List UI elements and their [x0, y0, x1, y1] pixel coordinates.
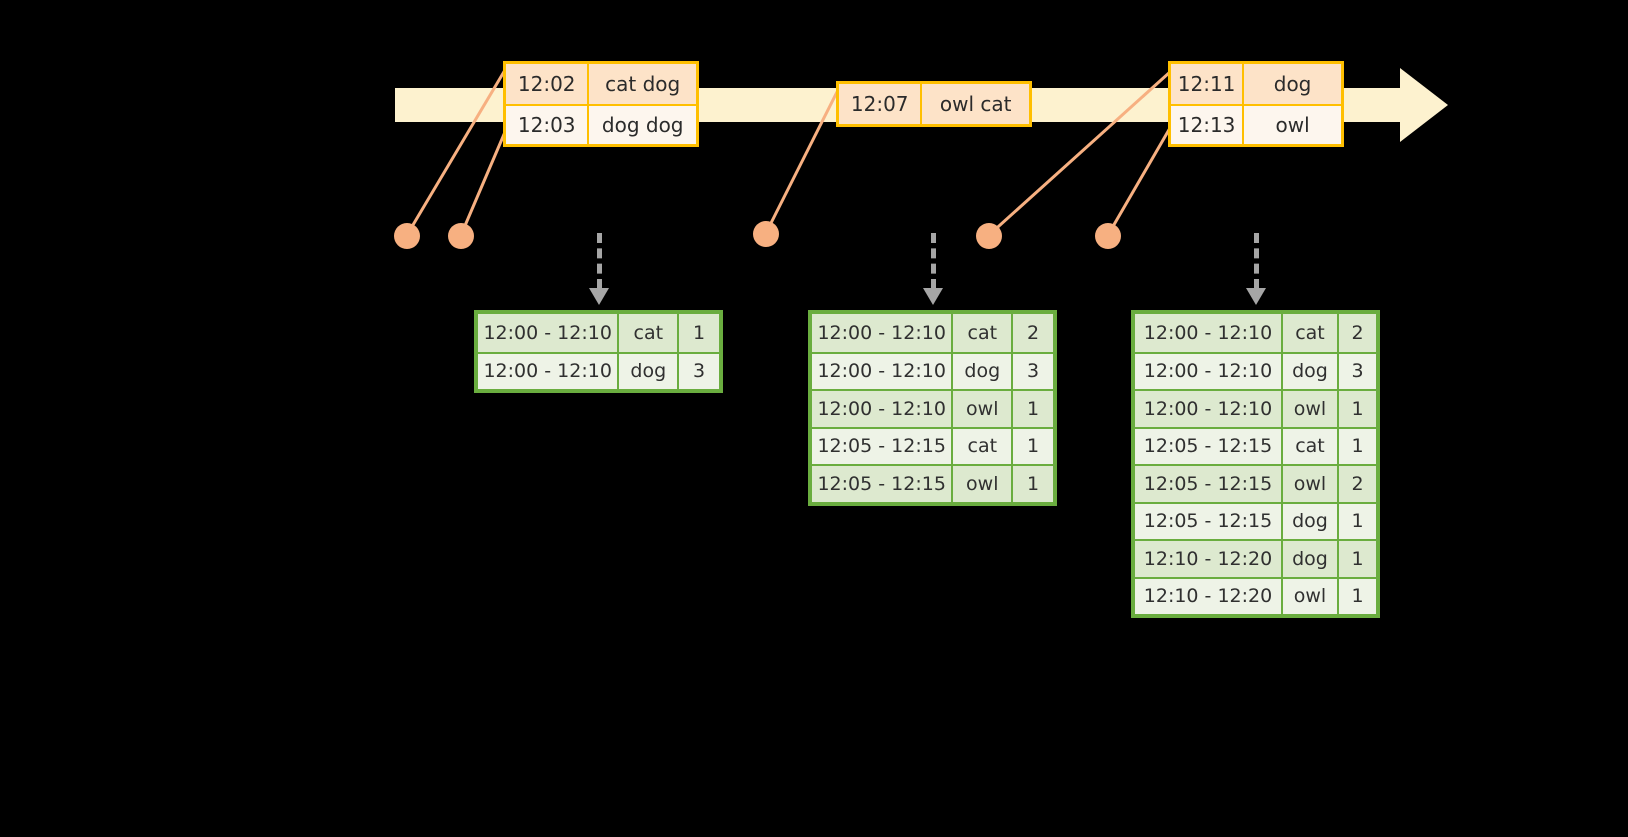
table-row: 12:10 - 12:20 dog 1 [1135, 539, 1376, 577]
table-row: 12:00 - 12:10 dog 3 [812, 351, 1053, 389]
count-cell: 3 [1339, 353, 1376, 389]
count-cell: 1 [1013, 391, 1053, 427]
key-cell: dog [619, 353, 680, 389]
window-cell: 12:00 - 12:10 [1135, 314, 1283, 352]
event-text: dog [1244, 64, 1341, 104]
result-table-3: 12:00 - 12:10 cat 2 12:00 - 12:10 dog 3 … [1131, 310, 1380, 618]
connector-dot-4 [976, 223, 1002, 249]
event-box-2: 12:07 owl cat [836, 81, 1032, 127]
flow-arrow-2-icon [923, 233, 943, 305]
event-row: 12:11 dog [1171, 64, 1341, 104]
key-cell: owl [1283, 466, 1339, 502]
event-text: cat dog [589, 64, 696, 104]
event-text: dog dog [589, 106, 696, 144]
window-cell: 12:00 - 12:10 [812, 353, 954, 389]
event-time: 12:07 [839, 84, 923, 124]
count-cell: 1 [1013, 466, 1053, 502]
connector-dot-1 [394, 223, 420, 249]
window-cell: 12:05 - 12:15 [1135, 466, 1283, 502]
connector-dot-5 [1095, 223, 1121, 249]
key-cell: cat [953, 314, 1014, 352]
window-cell: 12:10 - 12:20 [1135, 541, 1283, 577]
table-row: 12:05 - 12:15 owl 1 [812, 464, 1053, 502]
event-time: 12:02 [506, 64, 590, 104]
count-cell: 1 [1339, 428, 1376, 464]
window-cell: 12:05 - 12:15 [812, 466, 954, 502]
key-cell: owl [1283, 391, 1339, 427]
connector-dot-3 [753, 221, 779, 247]
key-cell: cat [953, 428, 1014, 464]
window-cell: 12:00 - 12:10 [478, 353, 620, 389]
count-cell: 1 [1339, 391, 1376, 427]
count-cell: 2 [1339, 314, 1376, 352]
table-row: 12:05 - 12:15 cat 1 [812, 426, 1053, 464]
window-cell: 12:00 - 12:10 [812, 391, 954, 427]
window-cell: 12:00 - 12:10 [1135, 353, 1283, 389]
count-cell: 1 [1013, 428, 1053, 464]
count-cell: 1 [679, 314, 719, 352]
event-time: 12:13 [1171, 106, 1245, 144]
event-row: 12:03 dog dog [506, 104, 696, 144]
window-cell: 12:05 - 12:15 [812, 428, 954, 464]
connector-dot-2 [448, 223, 474, 249]
event-box-1: 12:02 cat dog 12:03 dog dog [503, 61, 699, 147]
key-cell: dog [1283, 353, 1339, 389]
key-cell: owl [1283, 578, 1339, 614]
timeline-arrowhead-icon [1400, 68, 1448, 142]
table-row: 12:00 - 12:10 owl 1 [812, 389, 1053, 427]
table-row: 12:00 - 12:10 dog 3 [478, 351, 719, 389]
key-cell: dog [953, 353, 1014, 389]
event-box-3: 12:11 dog 12:13 owl [1168, 61, 1344, 147]
key-cell: owl [953, 391, 1014, 427]
event-time: 12:03 [506, 106, 590, 144]
result-table-1: 12:00 - 12:10 cat 1 12:00 - 12:10 dog 3 [474, 310, 723, 393]
count-cell: 3 [679, 353, 719, 389]
event-time: 12:11 [1171, 64, 1245, 104]
window-cell: 12:00 - 12:10 [812, 314, 954, 352]
key-cell: dog [1283, 503, 1339, 539]
key-cell: owl [953, 466, 1014, 502]
table-row: 12:00 - 12:10 owl 1 [1135, 389, 1376, 427]
flow-arrow-3-icon [1246, 233, 1266, 305]
key-cell: cat [1283, 428, 1339, 464]
key-cell: dog [1283, 541, 1339, 577]
window-cell: 12:05 - 12:15 [1135, 428, 1283, 464]
event-row: 12:02 cat dog [506, 64, 696, 104]
window-cell: 12:00 - 12:10 [478, 314, 620, 352]
table-row: 12:05 - 12:15 owl 2 [1135, 464, 1376, 502]
table-row: 12:00 - 12:10 cat 2 [812, 314, 1053, 352]
flow-arrow-1-icon [589, 233, 609, 305]
event-text: owl [1244, 106, 1341, 144]
table-row: 12:05 - 12:15 dog 1 [1135, 501, 1376, 539]
window-cell: 12:10 - 12:20 [1135, 578, 1283, 614]
window-cell: 12:05 - 12:15 [1135, 503, 1283, 539]
result-table-2: 12:00 - 12:10 cat 2 12:00 - 12:10 dog 3 … [808, 310, 1057, 506]
count-cell: 3 [1013, 353, 1053, 389]
count-cell: 2 [1339, 466, 1376, 502]
table-row: 12:05 - 12:15 cat 1 [1135, 426, 1376, 464]
count-cell: 1 [1339, 578, 1376, 614]
event-text: owl cat [922, 84, 1029, 124]
key-cell: cat [1283, 314, 1339, 352]
event-row: 12:07 owl cat [839, 84, 1029, 124]
table-row: 12:00 - 12:10 cat 1 [478, 314, 719, 352]
table-row: 12:10 - 12:20 owl 1 [1135, 576, 1376, 614]
key-cell: cat [619, 314, 680, 352]
table-row: 12:00 - 12:10 dog 3 [1135, 351, 1376, 389]
window-cell: 12:00 - 12:10 [1135, 391, 1283, 427]
count-cell: 1 [1339, 503, 1376, 539]
table-row: 12:00 - 12:10 cat 2 [1135, 314, 1376, 352]
count-cell: 2 [1013, 314, 1053, 352]
count-cell: 1 [1339, 541, 1376, 577]
event-row: 12:13 owl [1171, 104, 1341, 144]
